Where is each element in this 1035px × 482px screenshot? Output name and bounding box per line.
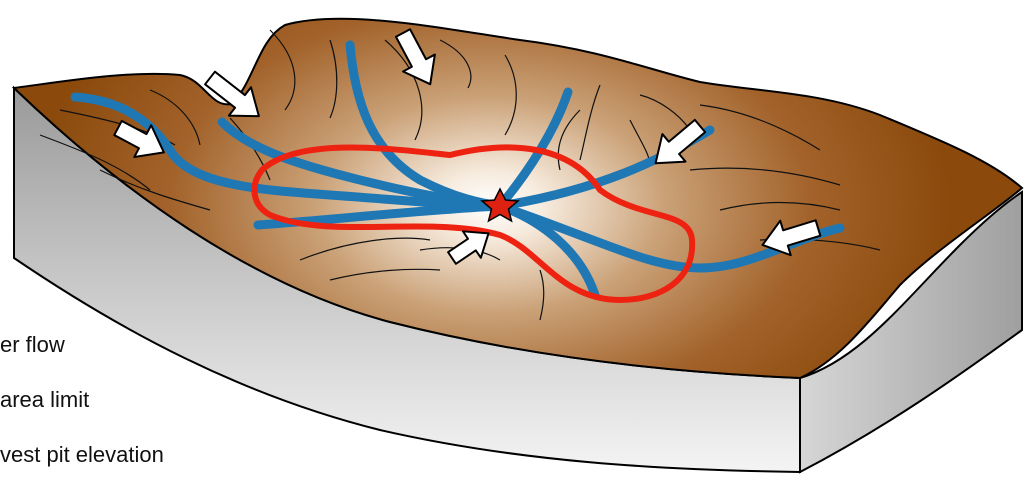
legend-label-area-limit: area limit [0,387,89,412]
legend-label-water-flow: er flow [0,332,65,357]
legend: er flow area limit vest pit elevation [0,332,164,467]
legend-label-lowest-pit-elevation: vest pit elevation [0,442,164,467]
